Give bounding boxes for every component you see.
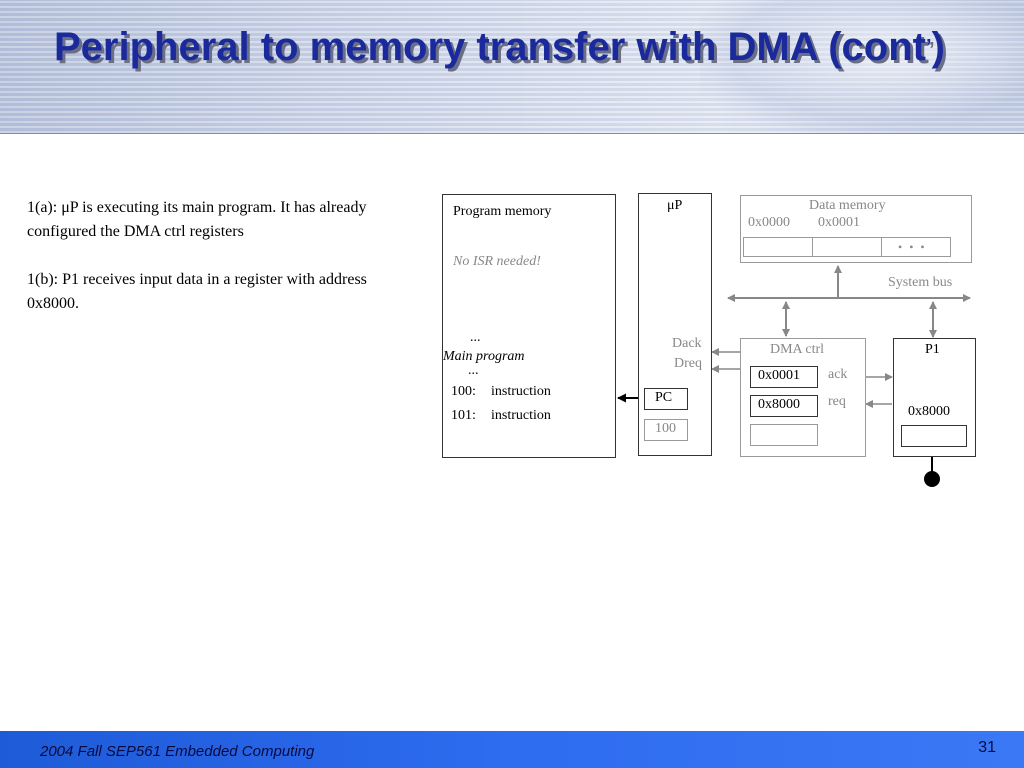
instruction-100-text: instruction: [491, 384, 551, 399]
dma-register-3: [750, 424, 818, 446]
body-paragraph-1: 1(a): μP is executing its main program. …: [27, 199, 367, 240]
ack-label: ack: [828, 367, 848, 382]
program-memory-box: [442, 194, 616, 458]
main-program-label: Main program: [443, 349, 525, 364]
no-isr-note: No ISR needed!: [453, 254, 541, 269]
memory-cell-0001: [812, 237, 882, 257]
address-0x0001: 0x0001: [818, 215, 860, 230]
pc-value-box: [644, 419, 688, 441]
req-label: req: [828, 394, 846, 409]
instruction-100-address: 100:: [451, 384, 476, 399]
address-0x0000: 0x0000: [748, 215, 790, 230]
ellipsis-top: ...: [470, 330, 481, 345]
pc-value: 100: [655, 421, 676, 436]
memory-cell-0000: [743, 237, 813, 257]
title-main: Peripheral to memory transfer with DMA (…: [54, 25, 926, 69]
microprocessor-box: [638, 193, 712, 456]
title-banner: [0, 0, 1024, 133]
system-bus-label: System bus: [888, 275, 953, 290]
instruction-101-address: 101:: [451, 408, 476, 423]
dma-register-2-value: 0x8000: [758, 397, 800, 412]
title-close: ): [931, 25, 945, 69]
ellipsis-bottom: ...: [468, 363, 479, 378]
dreq-label: Dreq: [674, 356, 702, 371]
slide-body: 1(a): μP is executing its main program. …: [27, 196, 407, 340]
data-memory-label: Data memory: [809, 198, 886, 213]
pc-register: [644, 388, 688, 410]
dma-ctrl-label: DMA ctrl: [770, 342, 825, 357]
banner-decoration: [700, 0, 1024, 133]
footer-bar: 2004 Fall SEP561 Embedded Computing 31: [0, 731, 1024, 768]
header-divider: [0, 133, 1024, 134]
instruction-101-text: instruction: [491, 408, 551, 423]
dma-register-1-value: 0x0001: [758, 368, 800, 383]
dack-label: Dack: [672, 336, 702, 351]
program-memory-label: Program memory: [453, 204, 552, 219]
slide-title: Peripheral to memory transfer with DMA (…: [54, 22, 954, 72]
microprocessor-label: μP: [667, 198, 683, 213]
dma-register-1: [750, 366, 818, 388]
memory-ellipsis: • • •: [898, 240, 927, 254]
p1-register: [901, 425, 967, 447]
page-number: 31: [978, 739, 996, 756]
input-source-dot: [924, 471, 940, 487]
footer-course: 2004 Fall SEP561 Embedded Computing: [40, 743, 315, 760]
dma-register-2: [750, 395, 818, 417]
title-apostrophe: ’: [926, 36, 932, 58]
body-paragraph-2: 1(b): P1 receives input data in a regist…: [27, 271, 367, 312]
pc-label: PC: [655, 390, 673, 405]
memory-cell-more: [881, 237, 951, 257]
p1-box: [893, 338, 976, 457]
p1-register-address: 0x8000: [908, 404, 950, 419]
p1-label: P1: [925, 342, 940, 357]
